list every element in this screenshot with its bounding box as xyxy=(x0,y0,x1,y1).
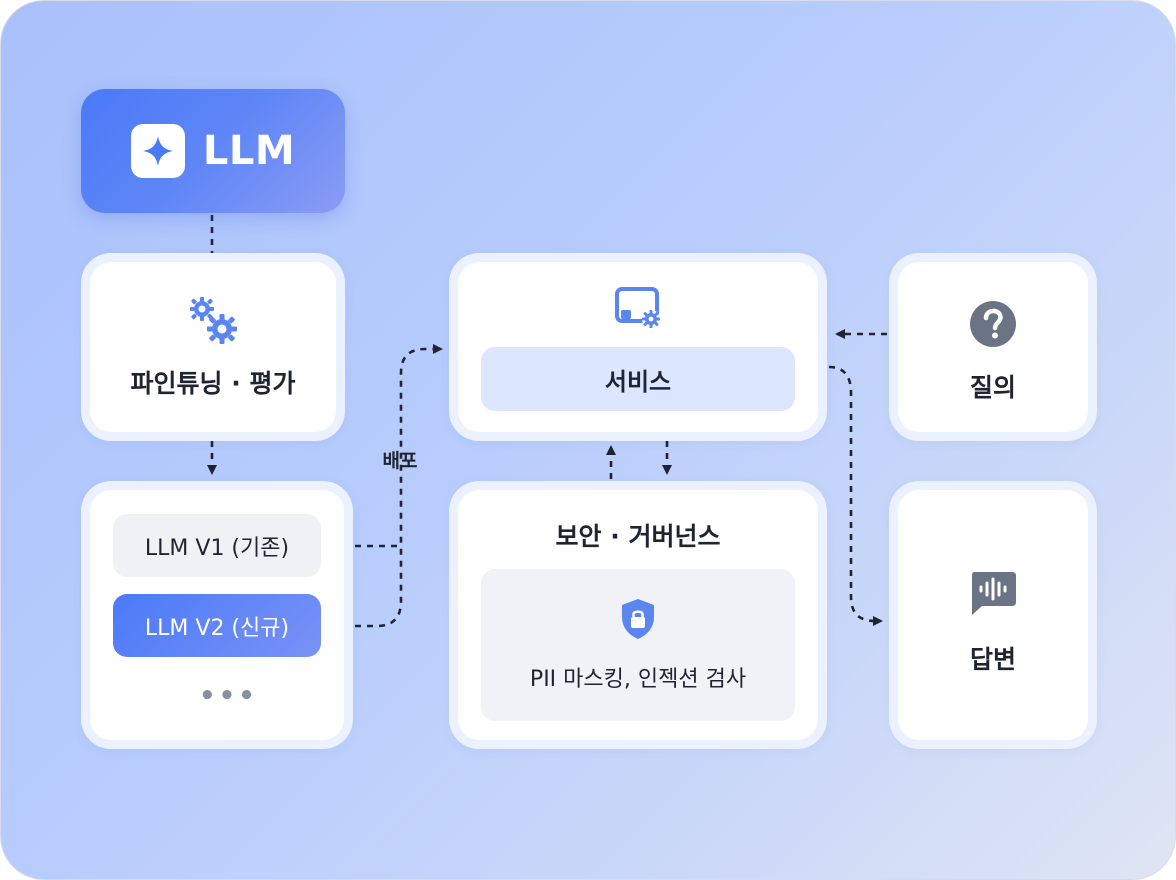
monitor-gear-icon xyxy=(615,286,665,336)
finetune-label: 파인튜닝 · 평가 xyxy=(130,369,296,398)
model-v2-label: LLM V2 (신규) xyxy=(144,615,290,641)
voice-chat-icon xyxy=(968,568,1018,622)
service-pill[interactable]: 서비스 xyxy=(481,347,795,411)
model-v1-pill[interactable]: LLM V1 (기존) xyxy=(113,514,321,577)
model-v1-label: LLM V1 (기존) xyxy=(144,535,290,561)
service-label: 서비스 xyxy=(604,367,672,396)
answer-card: 답변 xyxy=(889,481,1097,749)
gears-icon xyxy=(185,294,241,350)
shield-lock-icon xyxy=(619,597,657,645)
llm-title: LLM xyxy=(202,128,296,174)
finetune-card: 파인튜닝 · 평가 xyxy=(81,253,345,441)
sparkle-icon xyxy=(130,124,185,178)
deploy-label: 배포 xyxy=(382,449,418,472)
llm-box: LLM xyxy=(81,89,345,213)
model-v2-pill[interactable]: LLM V2 (신규) xyxy=(113,594,321,657)
security-title: 보안 · 거버넌스 xyxy=(555,522,721,551)
query-label: 질의 xyxy=(969,373,1016,402)
query-card: 질의 xyxy=(889,253,1097,441)
question-circle-icon xyxy=(969,300,1017,352)
connector-service-answer xyxy=(828,365,883,626)
security-panel: PII 마스킹, 인젝션 검사 xyxy=(481,569,795,721)
more-models-dots: ••• xyxy=(199,681,258,711)
answer-label: 답변 xyxy=(969,645,1016,674)
security-detail: PII 마스킹, 인젝션 검사 xyxy=(529,667,747,692)
